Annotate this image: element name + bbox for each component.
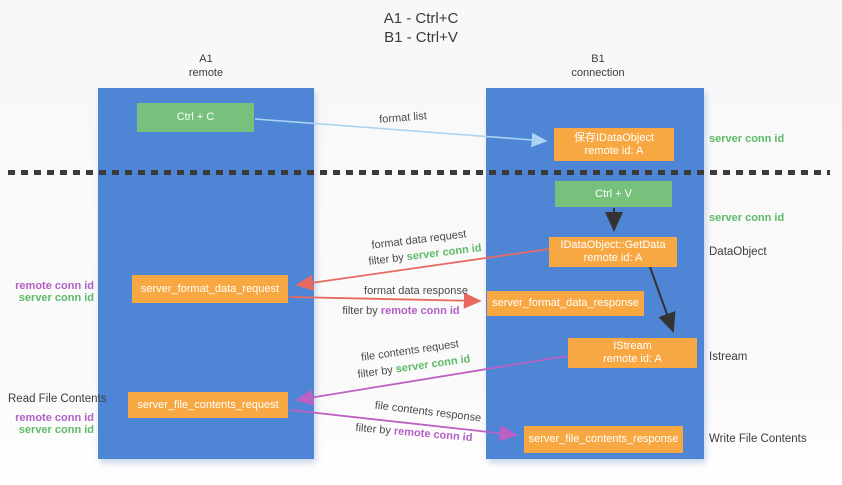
- server-conn-id-annotation: server conn id: [18, 292, 94, 304]
- read-file-contents-label: Read File Contents: [8, 393, 107, 405]
- edge-format-data-response-arrow: [288, 292, 482, 309]
- ctrl-v-node: Ctrl + V: [555, 181, 672, 207]
- lifeline-header-a1: A1 remote: [146, 52, 266, 80]
- server-file-contents-response-node: server_file_contents_response: [524, 426, 683, 453]
- format-response-label: server_format_data_response: [492, 297, 639, 309]
- ctrl-c-node: Ctrl + C: [137, 103, 254, 132]
- ctrl-v-label: Ctrl + V: [595, 187, 632, 200]
- filter-by-text: filter by: [356, 364, 394, 381]
- filter-by-text: filter by: [355, 421, 392, 437]
- istream-node: IStream remote id: A: [568, 338, 697, 368]
- idataobject-getdata-node: IDataObject::GetData remote id: A: [549, 237, 677, 267]
- file-request-label: server_file_contents_request: [137, 398, 279, 411]
- filter-by-text: filter by: [342, 305, 378, 317]
- getdata-line1: IDataObject::GetData: [560, 239, 666, 251]
- file-response-label: server_file_contents_response: [528, 433, 679, 445]
- title-line-2: B1 - Ctrl+V: [384, 29, 458, 46]
- format-list-label: format list: [378, 110, 428, 126]
- server-format-data-response-node: server_format_data_response: [487, 291, 644, 316]
- write-file-contents-label: Write File Contents: [709, 433, 807, 445]
- save-idataobject-line1: 保存IDataObject: [573, 131, 655, 144]
- left-mid-conn-id-annotation: remote conn id server conn id: [10, 280, 94, 304]
- getdata-line2: remote id: A: [583, 252, 643, 264]
- save-idataobject-node: 保存IDataObject remote id: A: [554, 128, 674, 161]
- file-contents-response-label: file contents response: [374, 399, 482, 425]
- left-bottom-conn-id-annotation: remote conn id server conn id: [10, 412, 94, 436]
- diagram-title: A1 - Ctrl+C B1 - Ctrl+V: [321, 9, 521, 47]
- lifeline-a1-name: A1: [199, 53, 213, 65]
- format-data-response-label: format data response: [364, 285, 468, 297]
- server-file-contents-request-node: server_file_contents_request: [128, 392, 288, 418]
- dotted-separator-line: [8, 170, 830, 175]
- istream-label: Istream: [709, 351, 748, 363]
- lifeline-b1-name: B1: [591, 53, 605, 65]
- server-format-data-request-node: server_format_data_request: [132, 275, 288, 303]
- istream-line1: IStream: [613, 340, 652, 352]
- save-idataobject-line2: remote id: A: [584, 144, 644, 157]
- dataobject-label: DataObject: [709, 246, 767, 258]
- right-server-conn-id-annotation-1: server conn id: [709, 133, 785, 145]
- format-request-label: server_format_data_request: [140, 282, 280, 295]
- filter-by-text: filter by: [367, 251, 405, 268]
- remote-conn-id-annotation: remote conn id: [15, 280, 94, 292]
- lifeline-header-b1: B1 connection: [538, 52, 658, 80]
- remote-conn-id-text: remote conn id: [380, 305, 460, 317]
- istream-line2: remote id: A: [603, 353, 662, 365]
- remote-conn-id-text: remote conn id: [393, 425, 473, 445]
- right-server-conn-id-annotation-2: server conn id: [709, 212, 785, 224]
- ctrl-c-label: Ctrl + C: [176, 111, 215, 123]
- lifeline-b1-role: connection: [571, 67, 625, 79]
- title-line-1: A1 - Ctrl+C: [383, 10, 459, 27]
- remote-conn-id-annotation: remote conn id: [15, 412, 94, 424]
- server-conn-id-annotation: server conn id: [18, 424, 94, 436]
- lifeline-a1-role: remote: [188, 67, 224, 79]
